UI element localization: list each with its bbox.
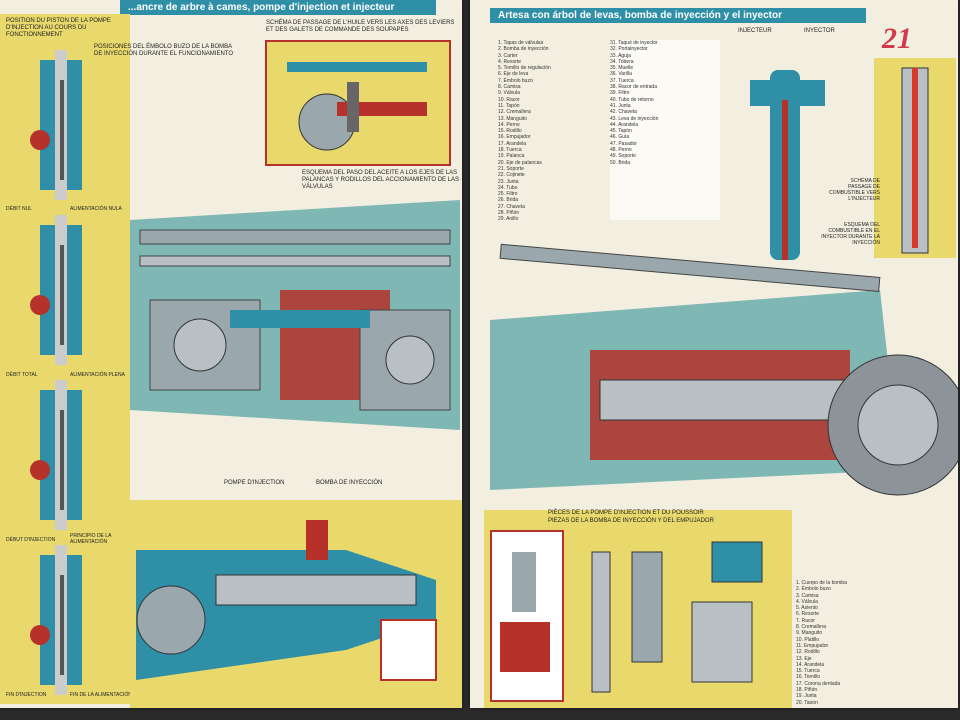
legend-left: 1. Tapas de válvulas 2. Bomba de inyecci… xyxy=(498,40,551,220)
plate-number: 21 xyxy=(882,22,912,55)
pump-position-title-es: Posiciones del émbolo buzo de la bomba d… xyxy=(94,44,234,57)
parts-title-fr: Pièces de la pompe d'injection et du pou… xyxy=(548,510,704,516)
oil-schema-title-es: Esquema del paso del aceite a los ejes d… xyxy=(302,170,460,190)
oil-schema-title: Schéma de passage de l'huile vers les ax… xyxy=(266,20,455,33)
fuel-schema-drawing xyxy=(901,67,929,254)
pump-section-4 xyxy=(30,545,82,695)
oil-schema-box xyxy=(265,40,451,166)
legend-right: 31. Taqué de inyector 32. Portainyector … xyxy=(610,40,720,220)
pump-section-2 xyxy=(30,215,82,365)
fuel-schema-fr: Schéma de passage de combustible vers l'… xyxy=(829,178,880,202)
pump-cross-sections xyxy=(30,50,82,695)
pump-label-1-left: Débit nul xyxy=(6,206,33,212)
pump-label-3-right: Principio de la alimentación xyxy=(70,533,112,545)
pump-parts-drawing xyxy=(500,541,763,693)
injector-label-fr: Injecteur xyxy=(738,28,772,34)
pump-label-4-right: Fin de la alimentación xyxy=(70,692,132,698)
right-header: Artesa con árbol de levas, bomba de inye… xyxy=(490,8,866,23)
camshaft-housing-drawing xyxy=(490,243,958,496)
pump-section-3 xyxy=(30,380,82,530)
left-header: ...ancre de arbre à cames, pompe d'injec… xyxy=(120,0,436,15)
legend-bottom: 1. Cuerpo de la bomba 2. Émbolo buzo 3. … xyxy=(796,580,847,704)
pump-label-1-right: Alimentación nula xyxy=(70,206,122,212)
pump-label-4-left: Fin d'injection xyxy=(6,692,47,698)
pump-label-2-right: Alimentación plena xyxy=(70,372,125,378)
pump-caption-fr: Pompe d'injection xyxy=(224,480,285,486)
pump-label-3-left: Début d'injection xyxy=(6,537,56,543)
left-page: ...ancre de arbre à cames, pompe d'injec… xyxy=(0,0,462,708)
parts-title-es: Piezas de la bomba de inyección y del em… xyxy=(548,518,714,524)
pump-position-title: Position du piston de la pompe d'injecti… xyxy=(6,18,111,38)
pump-caption-es: Bomba de inyección xyxy=(316,480,383,486)
pump-section-1 xyxy=(30,50,82,200)
camshaft-assembly-drawing xyxy=(130,200,460,430)
oil-schema-drawing xyxy=(287,62,427,151)
right-page: Artesa con árbol de levas, bomba de inye… xyxy=(470,0,958,708)
fuel-schema-es: Esquema del combustible en el inyector d… xyxy=(821,222,880,246)
injector-label-es: Inyector xyxy=(804,28,835,34)
pump-label-2-left: Débit total xyxy=(6,372,38,378)
injector-drawing xyxy=(750,70,825,260)
injection-pump-section xyxy=(136,520,437,681)
